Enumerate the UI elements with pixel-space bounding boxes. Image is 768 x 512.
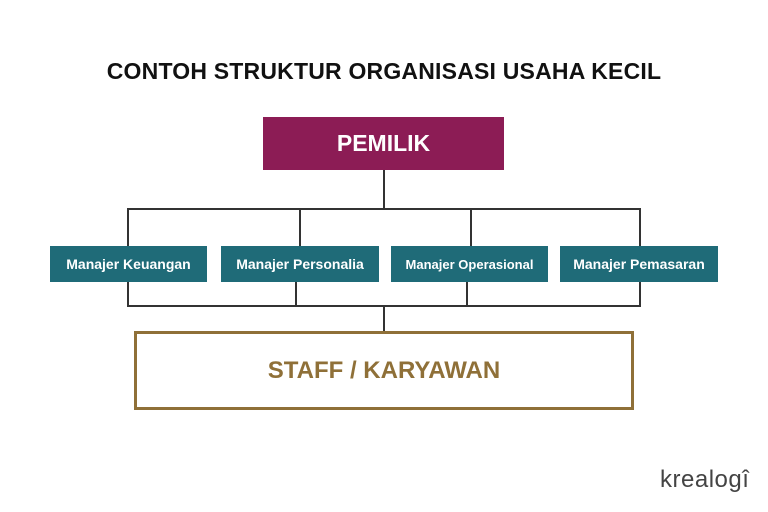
connector-line xyxy=(639,208,641,246)
connector-line xyxy=(466,282,468,307)
krealogi-logo: krealogî xyxy=(660,466,750,493)
connector-line xyxy=(299,208,301,246)
connector-line xyxy=(383,170,385,210)
connector-line xyxy=(295,282,297,307)
manager-box-personalia: Manajer Personalia xyxy=(221,246,379,282)
connector-line xyxy=(383,305,385,331)
connector-line xyxy=(639,282,641,307)
diagram-title: CONTOH STRUKTUR ORGANISASI USAHA KECIL xyxy=(106,58,662,84)
connector-line xyxy=(127,208,641,210)
staff-box: STAFF / KARYAWAN xyxy=(134,331,634,410)
connector-line xyxy=(127,208,129,246)
connector-line xyxy=(127,282,129,307)
manager-box-pemasaran: Manajer Pemasaran xyxy=(560,246,718,282)
manager-box-keuangan: Manajer Keuangan xyxy=(50,246,207,282)
owner-box: PEMILIK xyxy=(263,117,504,170)
manager-box-operasional: Manajer Operasional xyxy=(391,246,548,282)
connector-line xyxy=(470,208,472,246)
